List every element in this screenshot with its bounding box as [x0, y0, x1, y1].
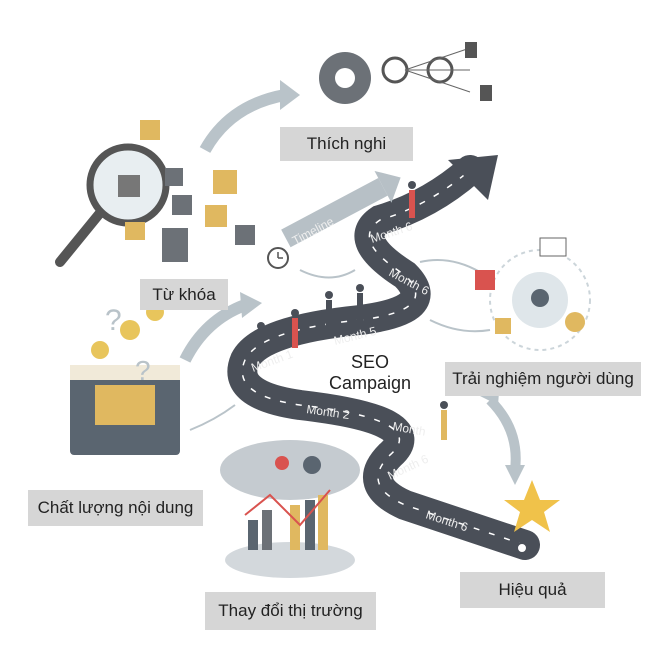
arrow-content-to-road	[179, 299, 248, 363]
people	[257, 181, 448, 440]
user-experience-icon	[475, 237, 591, 351]
arrow-keyword-to-adapt	[199, 89, 287, 154]
label-content-quality: Chất lượng nội dung	[28, 490, 203, 526]
road-label: Month	[391, 419, 426, 439]
label-market-change: Thay đổi thị trường	[205, 592, 376, 630]
magnifier-icon	[55, 143, 170, 267]
book-icon: ? ?	[70, 303, 180, 455]
label-effectiveness: Hiệu quả	[460, 572, 605, 608]
svg-text:?: ?	[135, 355, 151, 386]
center-title: SEO Campaign	[320, 352, 420, 394]
arrowhead-icon	[240, 292, 262, 318]
arrow-ux-to-effect	[486, 396, 521, 471]
timeline-bar	[281, 170, 401, 248]
svg-text:?: ?	[105, 304, 122, 337]
arrowhead-icon	[280, 80, 300, 110]
arrowhead-icon	[505, 465, 525, 485]
road-arrowhead	[448, 155, 498, 200]
keyword-cubes	[125, 120, 255, 262]
title-line1: SEO	[350, 352, 389, 372]
title-line2: Campaign	[328, 373, 412, 393]
label-user-experience: Trải nghiệm người dùng	[445, 362, 641, 396]
market-cloud-icon	[220, 440, 360, 578]
road-label: Month 2	[306, 402, 351, 422]
label-adapt: Thích nghi	[280, 127, 413, 161]
star-icon	[504, 480, 560, 532]
gear-icon	[319, 42, 492, 104]
label-keywords: Từ khóa	[140, 279, 228, 310]
